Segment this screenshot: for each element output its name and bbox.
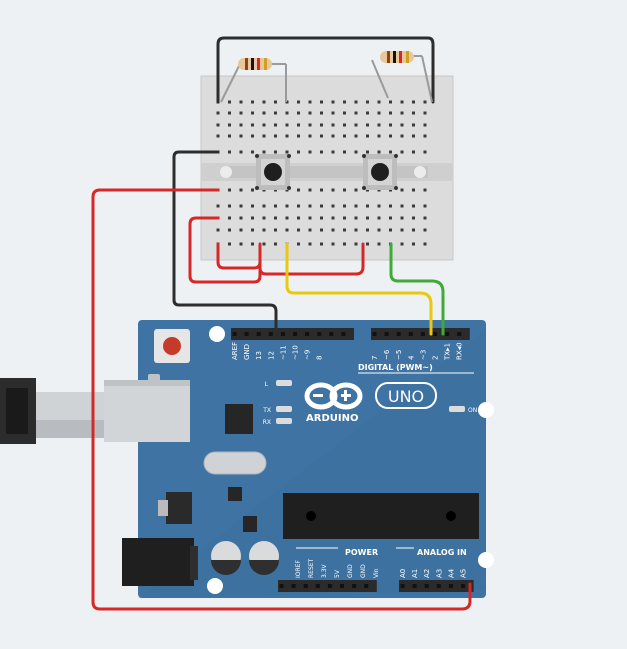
svg-text:L: L [265, 381, 269, 388]
breadboard-holes[interactable] [216, 100, 427, 246]
svg-text:RX: RX [263, 419, 271, 426]
led-indicators: L TX RX ON [262, 380, 477, 426]
wire-red-5v[interactable] [91, 188, 472, 611]
pin-label: A1 [411, 569, 419, 578]
mounting-hole [207, 578, 223, 594]
pin-label: A2 [423, 569, 431, 578]
dc-jack [122, 538, 198, 586]
pin-label: 7 [371, 356, 379, 360]
wire-red-jumper-right[interactable] [258, 242, 365, 276]
wire-black-top[interactable] [216, 36, 435, 104]
pin-label: A4 [447, 568, 455, 578]
resistor[interactable] [371, 51, 433, 103]
pin-label: GND [243, 344, 251, 360]
digital-pin-labels: AREF GND 13 12 ~11 ~10 ~9 8 7 ~6 ~5 4 ~3 2 TX▸1 RX◂0 [231, 342, 464, 361]
pin-label: A3 [435, 569, 443, 578]
digital-header-left[interactable] [231, 328, 354, 340]
pin-label: ~11 [279, 345, 287, 360]
voltage-regulator [166, 492, 192, 524]
mounting-hole [209, 326, 225, 342]
atmega-chip [283, 493, 479, 539]
model-text: UNO [388, 387, 424, 406]
pin-label: ~9 [304, 350, 312, 360]
pin-label: GND [347, 564, 354, 578]
pin-label: Vin [373, 568, 380, 578]
capacitor [249, 541, 279, 575]
pin-label: A0 [399, 569, 407, 578]
analog-header-label: ANALOG IN [417, 548, 467, 557]
transistor [243, 516, 257, 532]
pin-label: IOREF [295, 560, 302, 578]
wire-red-left-loop[interactable] [188, 216, 262, 284]
pin-label: ~10 [292, 345, 300, 360]
power-header-label: POWER [345, 548, 378, 557]
svg-text:TX: TX [262, 407, 271, 414]
pin-label: 3.3V [321, 563, 328, 578]
pin-label: 5V [334, 569, 341, 578]
pin-label: ~6 [383, 349, 391, 360]
model-badge [375, 382, 437, 409]
pushbutton[interactable] [255, 154, 291, 190]
pin-label: AREF [231, 342, 239, 360]
small-chip [228, 487, 242, 501]
wire-green[interactable] [389, 242, 445, 336]
wire-black-gnd[interactable] [172, 150, 278, 332]
capacitor [211, 541, 241, 575]
usb-chip [225, 404, 253, 434]
mounting-hole [478, 402, 494, 418]
power-header[interactable] [278, 580, 377, 592]
digital-header-label: DIGITAL (PWM~) [358, 363, 433, 372]
on-label: ON [468, 407, 477, 414]
pin-label: RESET [308, 558, 315, 578]
pushbutton[interactable] [362, 154, 398, 190]
mounting-hole [478, 552, 494, 568]
pin-label: 12 [267, 351, 275, 360]
pin-label: TX▸1 [444, 343, 452, 361]
arduino-uno-board[interactable]: ARDUINO UNO L TX RX ON AREF GND 13 12 ~11 ~10… [104, 320, 494, 598]
pin-label: A5 [460, 569, 468, 578]
resistor[interactable] [220, 58, 287, 103]
analog-header[interactable] [399, 580, 474, 592]
wire-yellow[interactable] [285, 242, 433, 336]
crystal [203, 451, 267, 475]
pin-label: GND [360, 564, 367, 578]
usb-connector [104, 374, 190, 442]
digital-header-right[interactable] [371, 328, 470, 340]
breadboard[interactable] [200, 75, 454, 261]
usb-cable[interactable] [0, 378, 106, 444]
pin-label: RX◂0 [456, 342, 464, 360]
pin-label: 8 [316, 356, 324, 360]
arduino-infinity-logo [304, 382, 363, 410]
pin-label: ~3 [419, 350, 427, 360]
brand-text: ARDUINO [306, 413, 358, 424]
analog-pin-labels: A0 A1 A2 A3 A4 A5 [399, 568, 468, 578]
power-pin-labels: IOREF RESET 3.3V 5V GND GND Vin [295, 558, 380, 578]
pin-label: 13 [255, 351, 263, 360]
pin-label: 2 [432, 356, 440, 360]
reset-button[interactable] [154, 329, 190, 363]
pin-label: 4 [407, 355, 415, 360]
pin-label: ~5 [395, 350, 403, 360]
